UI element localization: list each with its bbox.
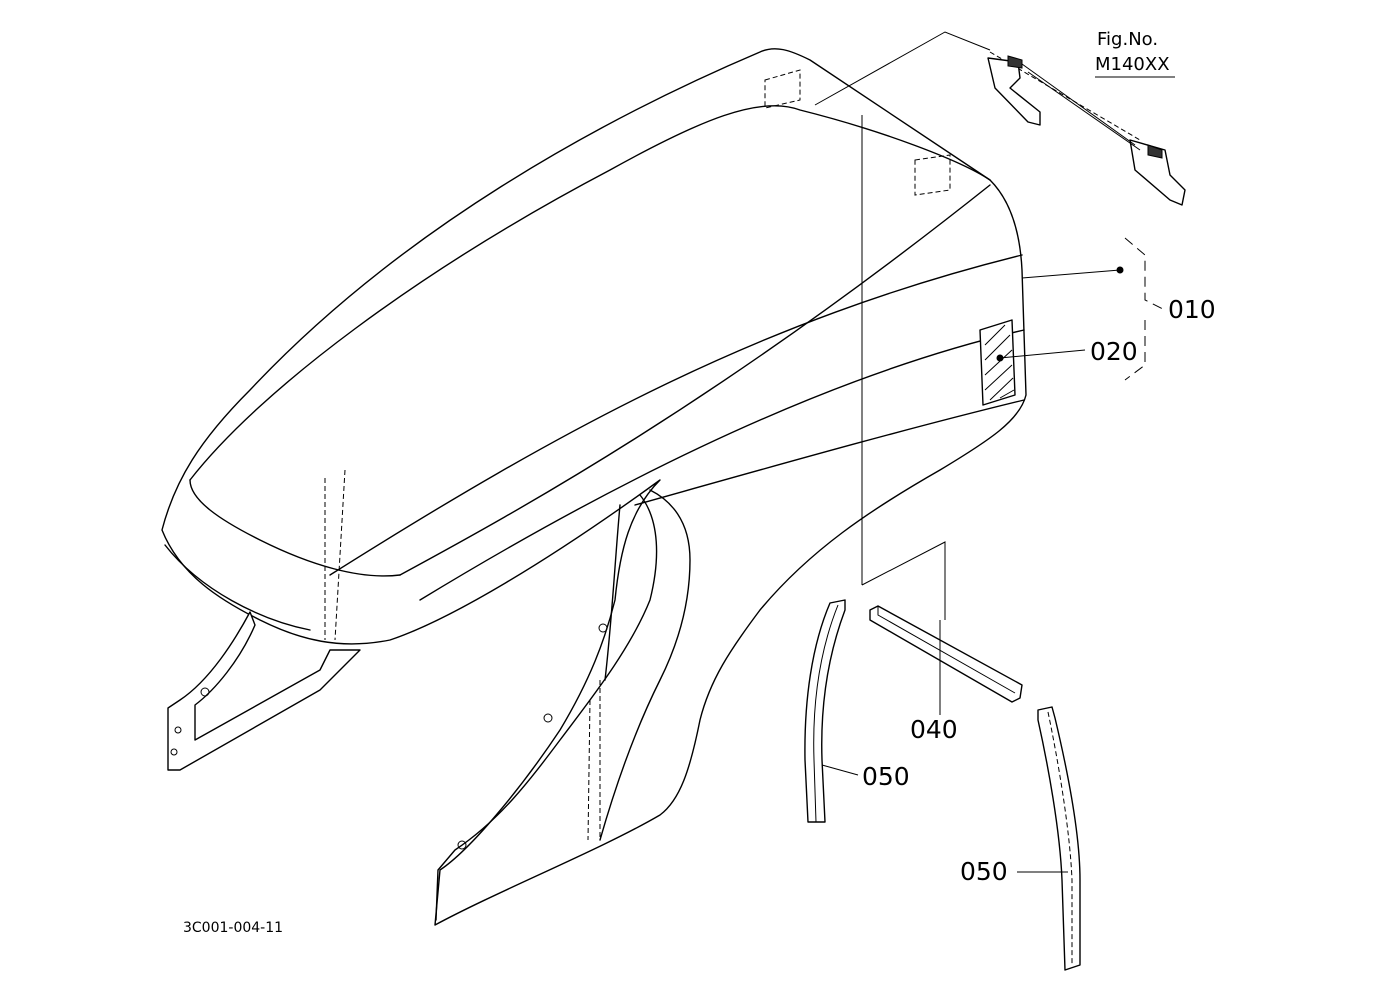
reference-lines: [324, 31, 991, 841]
weather-strip-040: [869, 605, 1023, 703]
leader-lines: [821, 76, 1175, 873]
bonnet-shell: [161, 48, 1027, 926]
mounting-brackets: [987, 51, 1186, 206]
callout-050-left: 050: [862, 762, 910, 791]
fig-number: M140XX: [1095, 54, 1170, 75]
front-apron: [167, 611, 361, 771]
drawing-code: 3C001-004-11: [183, 920, 283, 936]
decal-020: [979, 319, 1016, 406]
seal-050-right: [1037, 706, 1081, 971]
callout-040: 040: [910, 715, 958, 744]
callout-050-right: 050: [960, 857, 1008, 886]
callout-010: 010: [1168, 295, 1216, 324]
fig-label: Fig.No.: [1097, 29, 1158, 50]
side-panel: [435, 489, 691, 921]
seal-050-left: [804, 599, 846, 823]
callout-020: 020: [1090, 337, 1138, 366]
